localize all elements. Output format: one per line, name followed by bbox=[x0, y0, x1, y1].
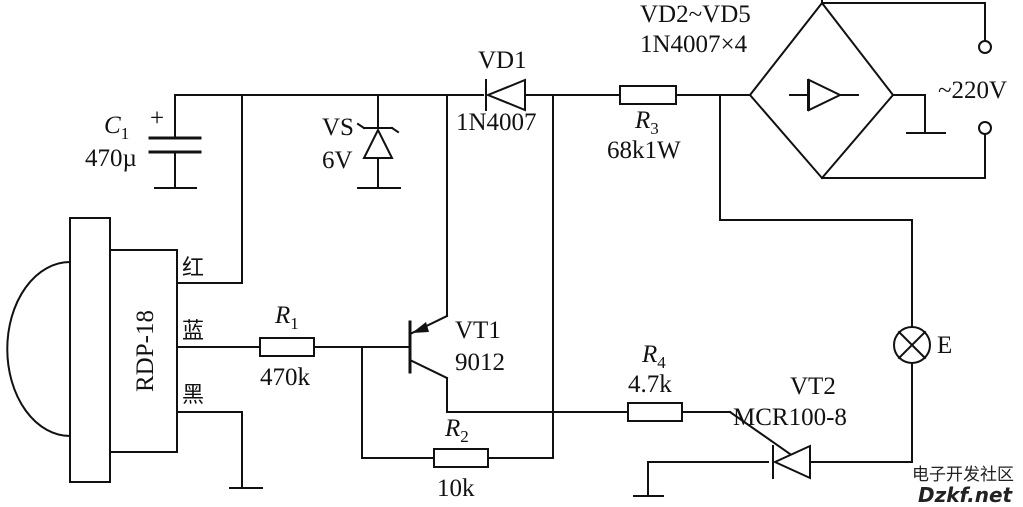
lamp-ref: E bbox=[937, 332, 952, 359]
vs-value: 6V bbox=[322, 147, 353, 174]
zener-vs: VS 6V bbox=[322, 114, 400, 174]
watermark-line1: 电子开发社区 bbox=[912, 465, 1014, 485]
vd1-ref: VD1 bbox=[478, 47, 527, 74]
wires bbox=[174, 0, 986, 497]
c1-ref: C1 bbox=[104, 112, 129, 143]
r4-ref: R4 bbox=[641, 341, 666, 372]
bridge-ref: VD2~VD5 bbox=[640, 1, 751, 28]
resistor-r4: R4 4.7k bbox=[627, 341, 683, 422]
sensor-rdp18: RDP-18 红 蓝 黑 bbox=[6, 217, 204, 483]
scr-vt2: VT2 MCR100-8 bbox=[728, 373, 847, 480]
ac-value: ~220V bbox=[938, 77, 1007, 104]
bridge-rectifier: VD2~VD5 1N4007×4 bbox=[640, 1, 895, 180]
resistor-r2: R2 10k bbox=[433, 415, 489, 502]
r1-value: 470k bbox=[260, 364, 311, 391]
r3-ref: R3 bbox=[634, 107, 659, 138]
resistor-r3: R3 68k1W bbox=[607, 85, 681, 164]
pin-black: 黑 bbox=[182, 383, 204, 408]
vt2-value: MCR100-8 bbox=[733, 404, 847, 431]
watermark: 电子开发社区 Dzkf.net bbox=[912, 465, 1014, 507]
sensor-ref: RDP-18 bbox=[132, 310, 159, 392]
vt1-ref: VT1 bbox=[455, 317, 501, 344]
diode-vd1: VD1 1N4007 bbox=[456, 47, 537, 136]
vt2-ref: VT2 bbox=[790, 373, 836, 400]
ac-terminals: ~220V bbox=[938, 40, 1007, 135]
c1-value: 470µ bbox=[85, 145, 137, 172]
r4-value: 4.7k bbox=[628, 371, 672, 398]
vs-ref: VS bbox=[322, 114, 354, 141]
c1-plus: + bbox=[150, 105, 164, 132]
vt1-value: 9012 bbox=[455, 349, 505, 376]
transistor-vt1: VT1 9012 bbox=[408, 314, 505, 380]
r1-ref: R1 bbox=[274, 302, 299, 333]
r2-ref: R2 bbox=[444, 415, 469, 446]
r3-value: 68k1W bbox=[607, 137, 681, 164]
lamp-e: E bbox=[893, 326, 952, 364]
bridge-value: 1N4007×4 bbox=[640, 31, 748, 58]
pin-red: 红 bbox=[182, 256, 204, 281]
pin-blue: 蓝 bbox=[182, 319, 204, 344]
vd1-value: 1N4007 bbox=[456, 109, 537, 136]
ground-symbols bbox=[154, 132, 946, 497]
watermark-line2: Dzkf.net bbox=[918, 483, 1014, 507]
resistor-r1: R1 470k bbox=[259, 302, 315, 391]
capacitor-c1: + C1 470µ bbox=[85, 105, 202, 172]
r2-value: 10k bbox=[437, 475, 475, 502]
